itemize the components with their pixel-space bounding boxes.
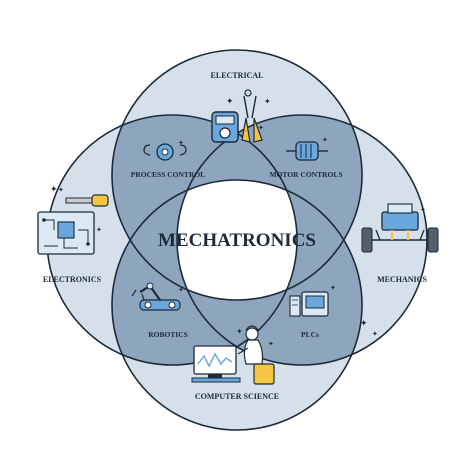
svg-text:✦: ✦ bbox=[226, 96, 234, 106]
svg-text:✦: ✦ bbox=[178, 139, 184, 147]
svg-text:✦: ✦ bbox=[372, 330, 378, 338]
svg-text:✦: ✦ bbox=[360, 318, 368, 328]
label-process-control: PROCESS CONTROL bbox=[131, 170, 205, 179]
motor-icon: ✦ bbox=[286, 136, 328, 161]
multimeter-pliers-icon: ✦ ✦ ✦ bbox=[211, 89, 271, 143]
gear-cloud-icon: ✦ bbox=[143, 139, 187, 161]
car-suspension-engine-icon: ✦ bbox=[361, 203, 439, 253]
svg-text:✦: ✦ bbox=[96, 226, 102, 234]
plc-controller-icon: ✦ bbox=[289, 284, 336, 317]
svg-text:✦: ✦ bbox=[258, 124, 264, 132]
svg-text:✦: ✦ bbox=[236, 327, 243, 336]
label-computer-science: COMPUTER SCIENCE bbox=[195, 392, 279, 401]
sparkles: ✦ ✦ ✦ bbox=[58, 186, 378, 338]
svg-text:✦: ✦ bbox=[420, 206, 426, 214]
circuit-board-screwdriver-icon: ✦ ✦ bbox=[37, 184, 109, 255]
svg-text:✦: ✦ bbox=[268, 340, 274, 348]
robot-arm-icon: ✦ bbox=[131, 282, 184, 311]
svg-text:✦: ✦ bbox=[330, 284, 336, 292]
label-plcs: PLCs bbox=[301, 330, 319, 339]
svg-text:✦: ✦ bbox=[58, 186, 64, 194]
svg-text:✦: ✦ bbox=[264, 97, 271, 106]
svg-text:✦: ✦ bbox=[178, 286, 184, 294]
label-electrical: ELECTRICAL bbox=[211, 71, 264, 80]
label-robotics: ROBOTICS bbox=[148, 330, 188, 339]
svg-text:✦: ✦ bbox=[50, 184, 58, 194]
overlap-regions bbox=[112, 115, 362, 365]
svg-text:✦: ✦ bbox=[322, 136, 328, 144]
center-title: MECHATRONICS bbox=[158, 230, 316, 251]
label-electronics: ELECTRONICS bbox=[43, 275, 102, 284]
label-motor-controls: MOTOR CONTROLS bbox=[270, 170, 343, 179]
label-mechanics: MECHANICS bbox=[377, 275, 427, 284]
person-at-computer-icon: ✦ ✦ bbox=[191, 325, 275, 385]
